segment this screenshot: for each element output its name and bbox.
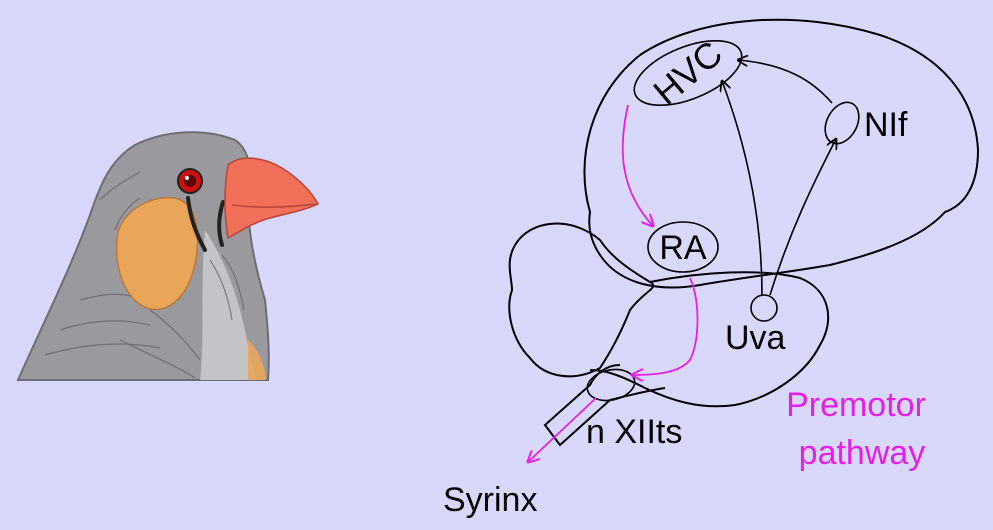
nxiits-to-syrinx-arrow bbox=[528, 397, 597, 462]
nif-nucleus bbox=[824, 101, 860, 145]
syrinx-label: Syrinx bbox=[443, 481, 537, 519]
cheek-patch bbox=[115, 196, 199, 311]
premotor-label: Premotor bbox=[786, 386, 926, 424]
nxiits-label: n XIIts bbox=[586, 413, 682, 451]
hvc-nucleus bbox=[633, 39, 743, 107]
nif-to-hvc-arrow bbox=[738, 60, 833, 104]
uva-nucleus bbox=[750, 294, 778, 322]
beak bbox=[224, 157, 320, 240]
cerebrum-outline bbox=[583, 18, 980, 289]
eye bbox=[177, 168, 203, 194]
nif-label: NIf bbox=[864, 106, 908, 144]
uva-to-nif-arrow bbox=[769, 139, 836, 296]
pathway-label: pathway bbox=[799, 434, 926, 472]
tear-stripe bbox=[186, 196, 225, 252]
hvc-to-ra-arrow bbox=[621, 104, 653, 226]
ra-nucleus bbox=[647, 221, 719, 273]
cerebellum-outline bbox=[508, 222, 655, 378]
ra-label: RA bbox=[659, 229, 707, 267]
uva-label: Uva bbox=[725, 319, 786, 357]
medulla-outline bbox=[543, 364, 666, 447]
uva-to-hvc-arrow bbox=[722, 81, 763, 296]
ra-to-nxiits-arrow bbox=[632, 277, 699, 375]
